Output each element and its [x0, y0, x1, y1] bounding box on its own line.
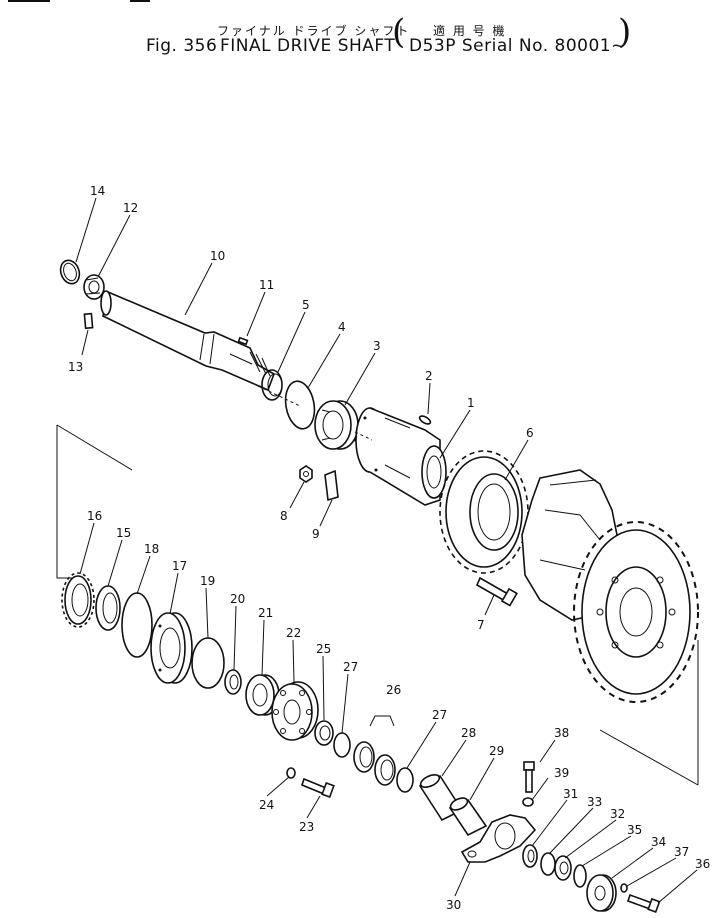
group-bracket-26 [369, 715, 395, 727]
part-25-seal [314, 720, 334, 746]
part-34-cover [586, 874, 617, 912]
part-10-shaft [100, 290, 275, 392]
callout-4: 4 [338, 320, 346, 334]
callout-20: 20 [230, 592, 245, 606]
callout-23: 23 [299, 820, 314, 834]
callout-34: 34 [651, 835, 666, 849]
part-23-bolt [301, 777, 335, 799]
callout-2: 2 [425, 369, 433, 383]
callout-22: 22 [286, 626, 301, 640]
callout-25: 25 [316, 642, 331, 656]
callout-29: 29 [489, 744, 504, 758]
callout-18: 18 [144, 542, 159, 556]
part-14-snap-ring [59, 259, 81, 285]
part-6-gear [439, 450, 529, 574]
bracket-left [56, 425, 75, 579]
title-english: FINAL DRIVE SHAFT [220, 36, 396, 56]
part-29-bushing [448, 797, 488, 837]
applicability-japanese: 適 用 号 機 [433, 24, 507, 38]
part-7-bolt [475, 576, 518, 607]
callout-6: 6 [526, 426, 534, 440]
callout-32: 32 [610, 807, 625, 821]
title-japanese: ファイナル ドライブ シャフト [217, 24, 411, 38]
sprocket-wheel [573, 521, 699, 703]
open-paren: ( [392, 12, 406, 52]
callout-37: 37 [674, 845, 689, 859]
callout-12: 12 [123, 201, 138, 215]
part-19-o-ring [191, 637, 225, 689]
part-12-bearing [83, 274, 105, 300]
part-27-o-ring [333, 732, 351, 758]
callout-15: 15 [116, 526, 131, 540]
part-22-hub [271, 681, 319, 741]
callout-3: 3 [373, 339, 381, 353]
bracket-right [599, 729, 699, 786]
callout-39: 39 [554, 766, 569, 780]
part-36-bolt [626, 893, 661, 914]
part-13-pin [83, 312, 94, 330]
callout-19: 19 [200, 574, 215, 588]
callout-5: 5 [302, 298, 310, 312]
callout-8: 8 [280, 509, 288, 523]
part-2-key [418, 415, 432, 425]
callout-35: 35 [627, 823, 642, 837]
callout-27: 27 [432, 708, 447, 722]
part-17-cage [150, 612, 193, 684]
part-15-nut [95, 585, 121, 631]
callout-27: 27 [343, 660, 358, 674]
part-39-washer [522, 797, 534, 807]
callout-14: 14 [90, 184, 105, 198]
part-9-lock-plate [324, 469, 339, 502]
part-24-washer [286, 767, 296, 779]
bracket-left-diagonal [56, 424, 133, 471]
callout-31: 31 [563, 787, 578, 801]
part-5-ring [261, 369, 283, 401]
callout-10: 10 [210, 249, 225, 263]
callout-9: 9 [312, 527, 320, 541]
part-27-o-ring [396, 767, 414, 793]
axis-line [257, 385, 373, 441]
callout-24: 24 [259, 798, 274, 812]
callout-11: 11 [259, 278, 274, 292]
part-35-snap-ring [573, 864, 587, 888]
figure-number: Fig. 356 [146, 36, 218, 56]
callout-26: 26 [386, 683, 401, 697]
part-11-key [237, 336, 249, 346]
part-37-washer [620, 883, 628, 893]
callout-1: 1 [467, 396, 475, 410]
leader-lines [75, 197, 698, 904]
callout-30: 30 [446, 898, 461, 912]
callout-21: 21 [258, 606, 273, 620]
callout-labels: 14 12 10 11 13 5 4 3 2 1 6 8 9 7 16 15 1… [68, 184, 710, 912]
callout-36: 36 [695, 857, 710, 871]
part-30-bearing-housing [460, 814, 537, 863]
part-3-bearing [314, 400, 359, 450]
callout-7: 7 [477, 618, 485, 632]
part-20-seal [224, 669, 242, 695]
part-33-ring [540, 852, 556, 876]
part-38-bolt [523, 761, 535, 793]
part-4-snap-ring [284, 380, 316, 430]
applicability-english: D53P Serial No. 80001~ [409, 36, 626, 56]
callout-28: 28 [461, 726, 476, 740]
callout-38: 38 [554, 726, 569, 740]
part-16-lock-plate [61, 572, 95, 628]
callout-33: 33 [587, 795, 602, 809]
part-8-nut [299, 465, 313, 483]
part-18-o-ring [121, 592, 153, 658]
part-31-seal [522, 844, 538, 868]
callout-16: 16 [87, 509, 102, 523]
part-1-hub [353, 407, 447, 506]
part-26-floating-seal [353, 741, 396, 786]
callout-17: 17 [172, 559, 187, 573]
callout-13: 13 [68, 360, 83, 374]
part-32-bearing [554, 855, 572, 881]
close-paren: ) [618, 12, 632, 52]
